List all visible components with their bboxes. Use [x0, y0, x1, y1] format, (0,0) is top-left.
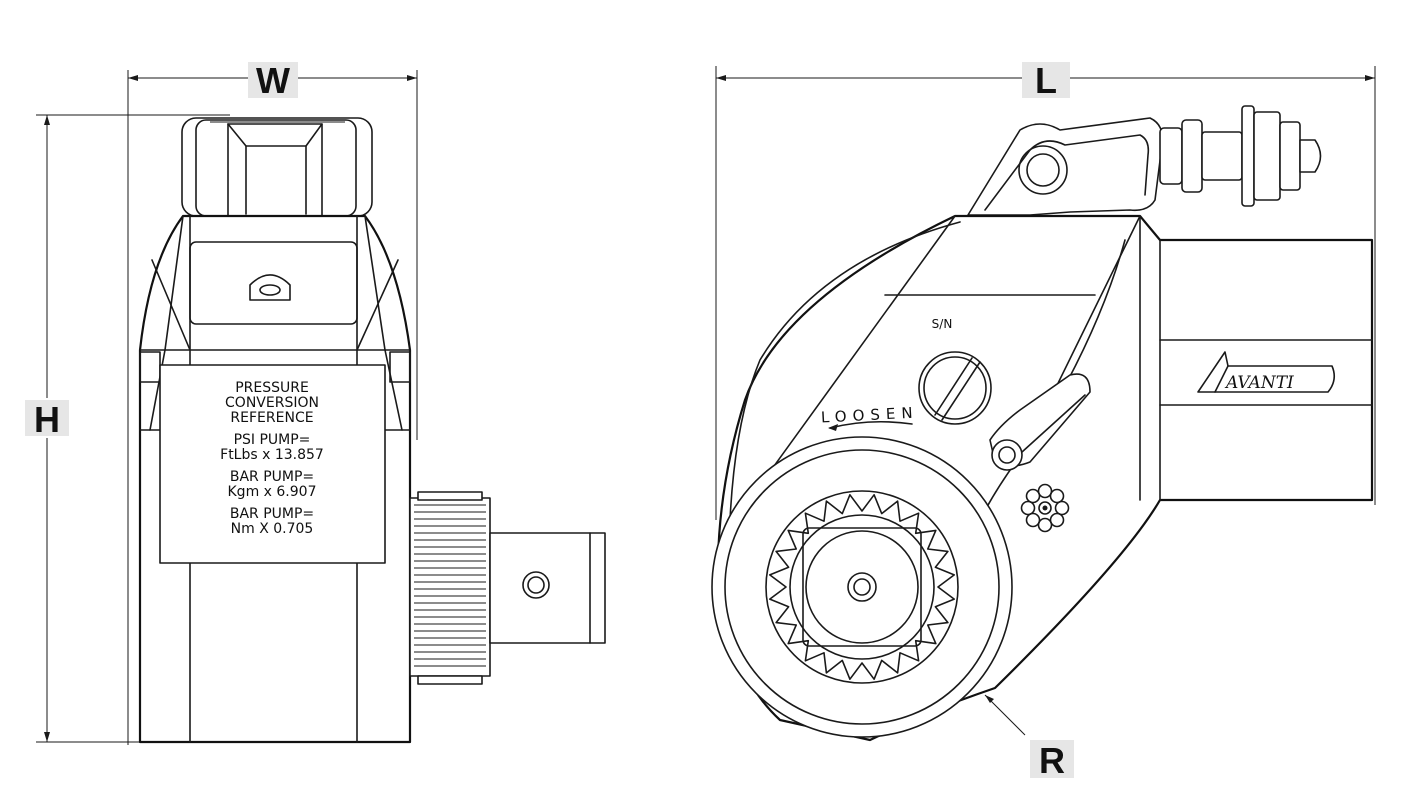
plate-line-5: FtLbs x 13.857: [220, 447, 324, 463]
vent-hole: [1037, 483, 1053, 499]
plate-line-7: Kgm x 6.907: [228, 484, 317, 500]
plate-line-9: Nm X 0.705: [231, 521, 314, 537]
width-label: W: [256, 60, 290, 101]
ratchet-ring: [711, 436, 1013, 738]
vent-hole: [1049, 512, 1065, 528]
brand-badge: AVANTI: [1197, 351, 1336, 393]
square-drive: [489, 532, 606, 644]
radius-dimension: R: [984, 694, 1074, 781]
plate-line-8: BAR PUMP=: [230, 506, 314, 522]
length-dimension: L: [715, 60, 1376, 520]
length-label: L: [1035, 60, 1057, 101]
side-view: PRESSURE CONVERSION REFERENCE PSI PUMP= …: [138, 117, 606, 744]
vent-hole: [1025, 488, 1041, 504]
swivel-arm: [967, 105, 1322, 216]
radius-label: R: [1039, 740, 1065, 781]
plate-line-3: REFERENCE: [230, 410, 313, 426]
vent-holes: [1020, 483, 1070, 533]
vent-hole: [1038, 501, 1052, 515]
swivel-fitting: [181, 117, 373, 217]
plate-line-4: PSI PUMP=: [234, 432, 311, 448]
height-label: H: [34, 399, 60, 440]
vent-hole: [1020, 500, 1036, 516]
brand-name: AVANTI: [1224, 373, 1294, 393]
plate-line-6: BAR PUMP=: [230, 469, 314, 485]
plate-line-1: PRESSURE: [235, 380, 309, 396]
serial-label: S/N: [932, 317, 953, 331]
height-dimension: H: [25, 114, 230, 743]
vent-hole: [1037, 517, 1053, 533]
vent-hole: [1025, 512, 1041, 528]
plate-line-2: CONVERSION: [225, 395, 319, 411]
release-lever: [989, 373, 1091, 471]
spline-hub: [409, 491, 491, 685]
front-view: AVANTI S/N LOOSEN LOOSEN: [711, 105, 1374, 742]
loosen-label: LOOSEN: [821, 403, 919, 426]
vent-hole: [1054, 500, 1070, 516]
vent-hole: [1049, 488, 1065, 504]
width-dimension: W: [127, 60, 418, 745]
